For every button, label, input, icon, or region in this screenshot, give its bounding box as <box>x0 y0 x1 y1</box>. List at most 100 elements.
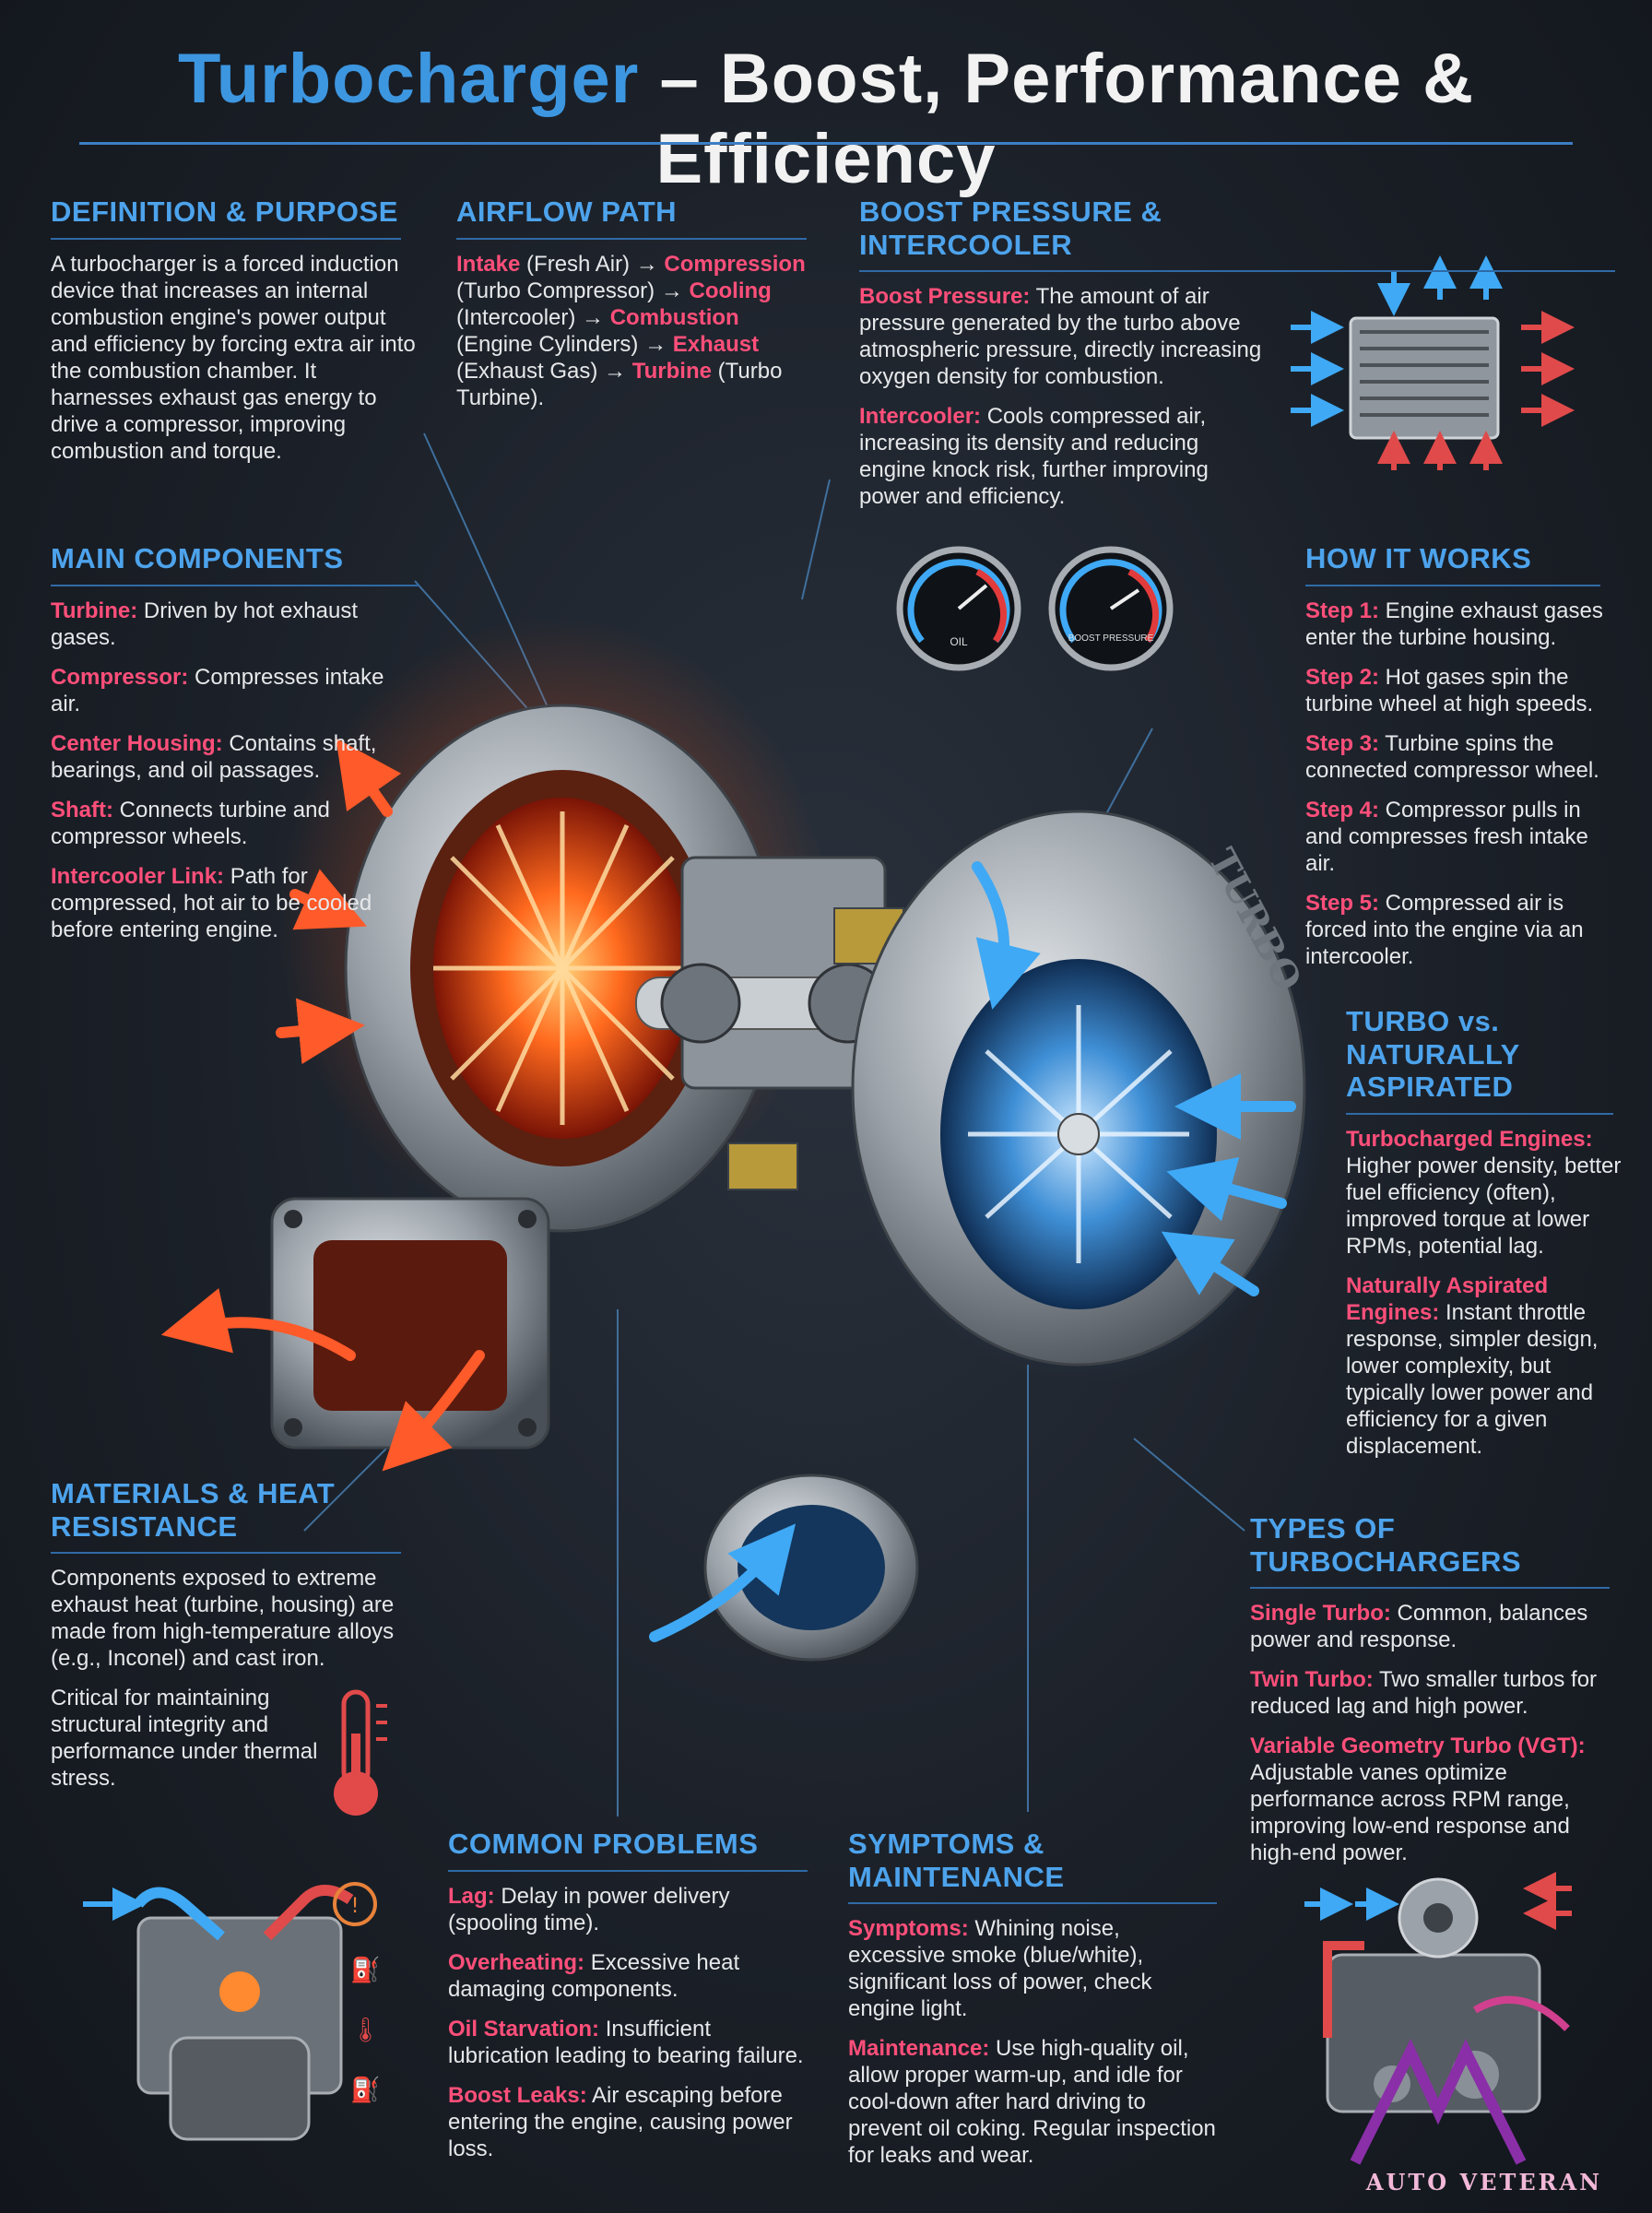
list-item: Single Turbo: Common, balances power and… <box>1250 1600 1610 1653</box>
cool-flow-arrows <box>649 861 1296 1642</box>
definition-heading: DEFINITION & PURPOSE <box>51 195 398 228</box>
airflow-heading: AIRFLOW PATH <box>456 195 678 228</box>
item-text: Path for compressed, hot air to be coole… <box>51 863 372 942</box>
item-label: Naturally Aspirated Engines: <box>1346 1272 1549 1325</box>
airflow-section: AIRFLOW PATH Intake (Fresh Air) → Compre… <box>456 195 807 411</box>
list-item: Twin Turbo: Two smaller turbos for reduc… <box>1250 1666 1610 1720</box>
item-text: Turbine spins the connected compressor w… <box>1305 730 1599 783</box>
item-label: Intercooler Link: <box>51 863 225 889</box>
title-part-2: – Boost, Performance & Efficiency <box>639 40 1475 198</box>
svg-text:⛽: ⛽ <box>350 2076 380 2104</box>
list-item: Boost Leaks: Air escaping before enterin… <box>448 2082 817 2162</box>
airflow-connector: (Exhaust Gas) → <box>456 358 632 384</box>
airflow-stage: Cooling <box>689 278 772 303</box>
item-text: Instant throttle response, simpler desig… <box>1346 1299 1599 1459</box>
airflow-stage: Compression <box>664 251 806 277</box>
list-item: Oil Starvation: Insufficient lubrication… <box>448 2016 817 2069</box>
how-heading: HOW IT WORKS <box>1305 542 1532 574</box>
airflow-stage: Combustion <box>609 304 739 330</box>
item-label: Compressor: <box>51 664 189 690</box>
vs-list: Turbocharged Engines: Higher power densi… <box>1346 1126 1622 1460</box>
item-text: Adjustable vanes optimize performance ac… <box>1250 1760 1570 1866</box>
item-text: Contains shaft, bearings, and oil passag… <box>51 730 377 783</box>
item-label: Turbine: <box>51 598 138 623</box>
item-label: Overheating: <box>448 1949 585 1975</box>
item-text: The amount of air pressure generated by … <box>859 284 1262 390</box>
symptoms-heading: SYMPTOMS & MAINTENANCE <box>848 1828 1065 1893</box>
intercooler-icon <box>1291 255 1575 470</box>
item-label: Oil Starvation: <box>448 2016 600 2041</box>
turbo-engine-icon <box>1304 1872 1572 2113</box>
list-item: Variable Geometry Turbo (VGT): Adjustabl… <box>1250 1733 1610 1866</box>
svg-text:🌡: 🌡 <box>350 2017 381 2044</box>
components-heading: MAIN COMPONENTS <box>51 542 344 574</box>
title-part-1: Turbocharger <box>177 40 640 118</box>
list-item: Turbocharged Engines: Higher power densi… <box>1346 1126 1622 1260</box>
item-label: Lag: <box>448 1883 495 1909</box>
list-item: Symptoms: Whining noise, excessive smoke… <box>848 1915 1217 2022</box>
materials-section: MATERIALS & HEAT RESISTANCE Components e… <box>51 1477 401 1805</box>
item-text: Compressor pulls in and compresses fresh… <box>1305 797 1588 876</box>
airflow-body: Intake (Fresh Air) → Compression (Turbo … <box>456 251 807 411</box>
airflow-connector: (Engine Cylinders) → <box>456 331 673 357</box>
symptoms-list: Symptoms: Whining noise, excessive smoke… <box>848 1915 1217 2169</box>
item-text: Hot gases spin the turbine wheel at high… <box>1305 664 1594 716</box>
warning-icon <box>333 1882 377 1926</box>
list-item: Compressor: Compresses intake air. <box>51 664 419 717</box>
boost-gauge: BOOST PRESSURE <box>1048 546 1174 671</box>
item-text: Insufficient lubrication leading to bear… <box>448 2016 804 2068</box>
airflow-stage: Turbine <box>631 358 712 384</box>
list-item: Center Housing: Contains shaft, bearings… <box>51 730 419 784</box>
materials-body-1: Components exposed to extreme exhaust he… <box>51 1566 395 1672</box>
item-label: Center Housing: <box>51 730 223 756</box>
item-text: Connects turbine and compressor wheels. <box>51 797 330 849</box>
watermark-text: AUTO VETERAN <box>1365 2169 1603 2195</box>
types-list: Single Turbo: Common, balances power and… <box>1250 1600 1610 1866</box>
problems-section: COMMON PROBLEMS Lag: Delay in power deli… <box>448 1828 817 2175</box>
item-label: Intercooler: <box>859 404 982 430</box>
item-label: Boost Leaks: <box>448 2082 587 2108</box>
svg-text:⛽: ⛽ <box>350 1956 380 1984</box>
item-text: Delay in power delivery (spooling time). <box>448 1883 730 1935</box>
item-label: Twin Turbo: <box>1250 1667 1374 1693</box>
item-label: Step 2: <box>1305 664 1380 690</box>
list-item: Maintenance: Use high-quality oil, allow… <box>848 2035 1217 2169</box>
item-label: Step 3: <box>1305 730 1380 756</box>
list-item: Overheating: Excessive heat damaging com… <box>448 1949 817 2003</box>
vs-section: TURBO vs. NATURALLY ASPIRATED Turbocharg… <box>1346 1005 1622 1473</box>
airflow-stage: Exhaust <box>672 331 760 357</box>
item-label: Symptoms: <box>848 1916 969 1942</box>
item-label: Maintenance: <box>848 2036 990 2062</box>
item-label: Boost Pressure: <box>859 284 1031 310</box>
definition-section: DEFINITION & PURPOSE A turbocharger is a… <box>51 195 419 465</box>
item-label: Step 5: <box>1305 890 1380 916</box>
problems-heading: COMMON PROBLEMS <box>448 1828 759 1860</box>
list-item: Turbine: Driven by hot exhaust gases. <box>51 598 419 651</box>
item-text: Common, balances power and response. <box>1250 1601 1588 1653</box>
svg-text:!: ! <box>351 1895 360 1918</box>
airflow-connector: (Turbo Turbine). <box>456 358 783 410</box>
item-label: Variable Geometry Turbo (VGT): <box>1250 1734 1586 1759</box>
item-text: Higher power density, better fuel effici… <box>1346 1153 1622 1259</box>
list-item: Intercooler Link: Path for compressed, h… <box>51 863 419 943</box>
airflow-connector: (Intercooler) → <box>456 304 610 330</box>
item-text: Air escaping before entering the engine,… <box>448 2082 793 2161</box>
list-item: Step 3: Turbine spins the connected comp… <box>1305 730 1610 784</box>
airflow-connector: (Fresh Air) → <box>520 251 665 277</box>
list-item: Step 2: Hot gases spin the turbine wheel… <box>1305 664 1610 717</box>
how-list: Step 1: Engine exhaust gases enter the t… <box>1305 598 1610 970</box>
types-section: TYPES OF TURBOCHARGERS Single Turbo: Com… <box>1250 1512 1610 1879</box>
how-section: HOW IT WORKS Step 1: Engine exhaust gase… <box>1305 542 1610 983</box>
boost-section: BOOST PRESSURE & INTERCOOLER Boost Press… <box>859 195 1615 523</box>
components-section: MAIN COMPONENTS Turbine: Driven by hot e… <box>51 542 419 956</box>
definition-body: A turbocharger is a forced induction dev… <box>51 251 416 464</box>
auto-veteran-logo <box>1350 1995 1570 2165</box>
list-item: Lag: Delay in power delivery (spooling t… <box>448 1883 817 1936</box>
engine-icon: ! ⛽ 🌡 ⛽ <box>83 1882 381 2141</box>
item-text: Two smaller turbos for reduced lag and h… <box>1250 1667 1598 1720</box>
thermometer-icon <box>334 1689 387 1816</box>
boost-gauge-label: BOOST PRESSURE <box>1068 633 1154 644</box>
list-item: Step 1: Engine exhaust gases enter the t… <box>1305 598 1610 651</box>
item-text: Compressed air is forced into the engine… <box>1305 890 1584 969</box>
